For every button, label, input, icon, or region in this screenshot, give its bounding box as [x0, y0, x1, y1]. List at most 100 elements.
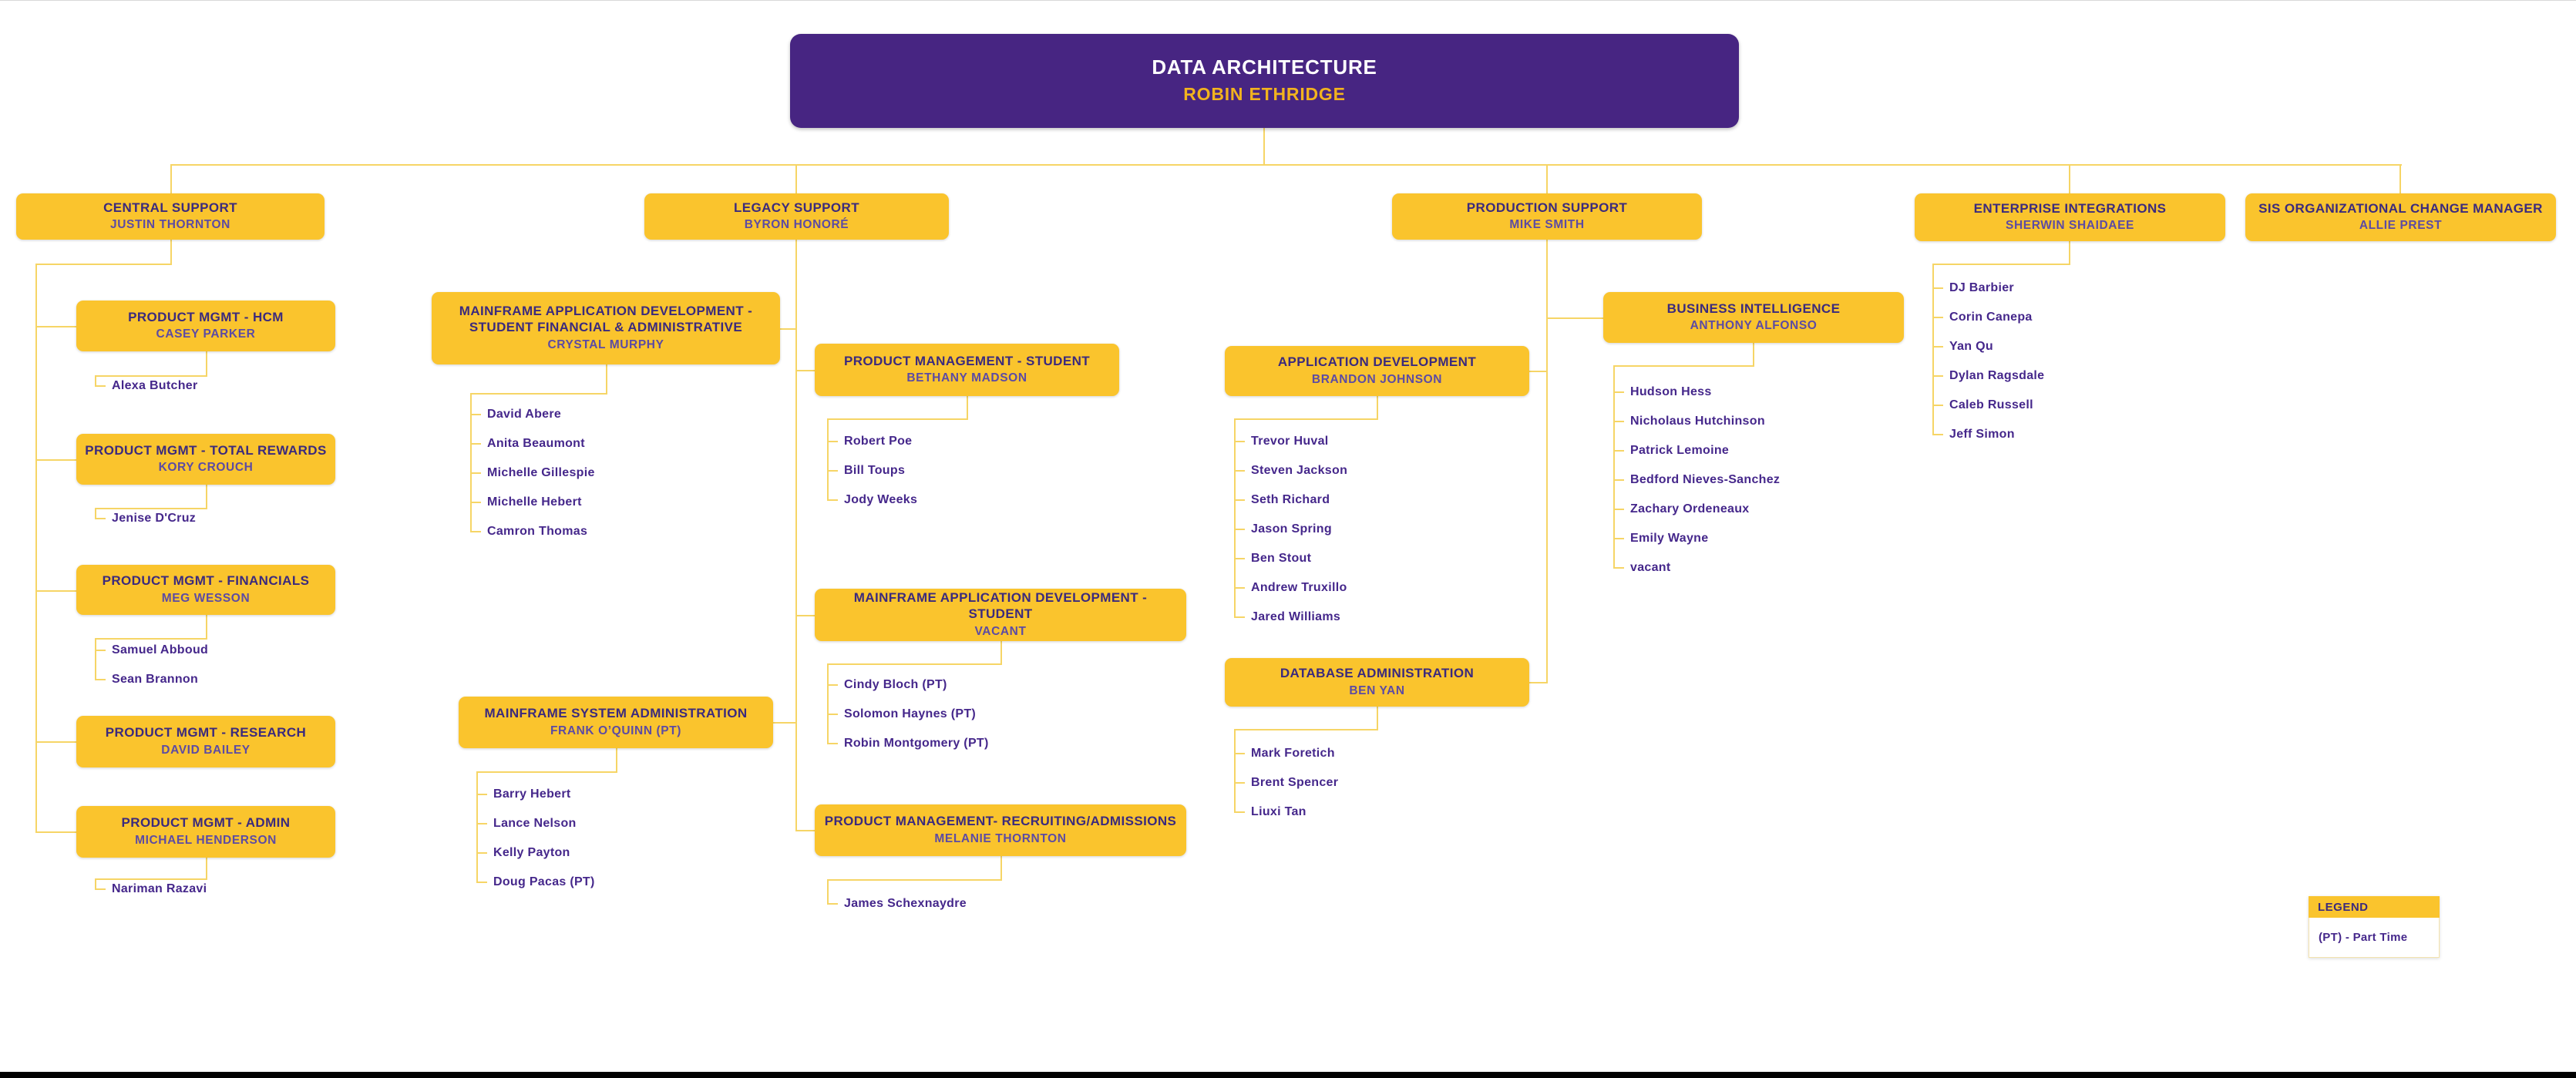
org-node-application-development: APPLICATION DEVELOPMENT BRANDON JOHNSON — [1225, 346, 1529, 396]
connector-line — [1529, 371, 1548, 372]
connector-line — [795, 240, 797, 830]
staff-name: Bedford Nieves-Sanchez — [1613, 465, 1780, 495]
connector-line — [827, 879, 829, 904]
node-person: CASEY PARKER — [156, 327, 256, 341]
connector-line — [773, 722, 797, 724]
staff-list-admin: Nariman Razavi — [95, 875, 207, 904]
connector-line — [470, 393, 472, 532]
connector-line — [827, 663, 829, 744]
connector-line — [170, 164, 2402, 166]
connector-line — [95, 375, 96, 386]
node-title: DATA ARCHITECTURE — [1152, 55, 1377, 79]
node-person: MIKE SMITH — [1509, 218, 1585, 232]
staff-name: Ben Stout — [1234, 544, 1347, 573]
staff-name: Andrew Truxillo — [1234, 573, 1347, 603]
connector-line — [1932, 264, 1934, 435]
staff-name: Jody Weeks — [827, 485, 917, 515]
staff-name: Brent Spencer — [1234, 768, 1338, 798]
connector-line — [2399, 164, 2401, 193]
connector-line — [1546, 317, 1603, 319]
staff-name: Michelle Hebert — [470, 488, 595, 517]
staff-name: Hudson Hess — [1613, 378, 1780, 407]
connector-line — [1000, 641, 1002, 663]
staff-name: Michelle Gillespie — [470, 458, 595, 488]
staff-name: Nariman Razavi — [95, 875, 207, 904]
org-node-product-mgmt-hcm: PRODUCT MGMT - HCM CASEY PARKER — [76, 301, 335, 351]
org-node-product-mgmt-financials: PRODUCT MGMT - FINANCIALS MEG WESSON — [76, 565, 335, 615]
staff-name: Robert Poe — [827, 427, 917, 456]
staff-name: Corin Canepa — [1932, 303, 2044, 332]
staff-name: Caleb Russell — [1932, 391, 2044, 420]
staff-list-pm-recruiting: James Schexnaydre — [827, 889, 967, 918]
connector-line — [95, 878, 207, 880]
legend-entry: (PT) - Part Time — [2309, 918, 2440, 958]
staff-name: Yan Qu — [1932, 332, 2044, 361]
org-node-mainframe-app-dev-student: MAINFRAME APPLICATION DEVELOPMENT - STUD… — [815, 589, 1186, 641]
connector-line — [95, 508, 96, 519]
staff-name: Jared Williams — [1234, 603, 1347, 632]
connector-line — [1263, 128, 1265, 164]
staff-name: Camron Thomas — [470, 517, 595, 546]
staff-name: David Abere — [470, 400, 595, 429]
connector-line — [35, 264, 37, 831]
connector-line — [1234, 418, 1378, 420]
connector-line — [2069, 241, 2070, 264]
connector-line — [1000, 856, 1002, 879]
staff-name: Doug Pacas (PT) — [476, 868, 595, 897]
connector-line — [2069, 164, 2070, 193]
org-node-product-mgmt-total-rewards: PRODUCT MGMT - TOTAL REWARDS KORY CROUCH — [76, 434, 335, 485]
connector-line — [795, 615, 815, 616]
connector-line — [206, 485, 207, 508]
node-person: DAVID BAILEY — [161, 743, 251, 757]
staff-name: Emily Wayne — [1613, 524, 1780, 553]
connector-line — [1529, 682, 1548, 683]
connector-line — [95, 508, 207, 509]
org-node-enterprise-integrations: ENTERPRISE INTEGRATIONS SHERWIN SHAIDAEE — [1915, 193, 2225, 241]
staff-name: Barry Hebert — [476, 780, 595, 809]
org-node-product-management-recruiting-admissions: PRODUCT MANAGEMENT- RECRUITING/ADMISSION… — [815, 804, 1186, 856]
legend-title: LEGEND — [2309, 896, 2440, 918]
staff-name: Sean Brannon — [95, 665, 208, 694]
node-person: BYRON HONORÉ — [744, 218, 849, 232]
staff-name: Anita Beaumont — [470, 429, 595, 458]
node-title: PRODUCT MGMT - TOTAL REWARDS — [85, 442, 327, 458]
connector-line — [206, 858, 207, 878]
node-person: BRANDON JOHNSON — [1311, 372, 1443, 386]
connector-line — [35, 264, 172, 265]
connector-line — [35, 831, 76, 833]
connector-line — [35, 590, 76, 592]
connector-line — [470, 393, 607, 395]
staff-name: Jason Spring — [1234, 515, 1347, 544]
node-person: ALLIE PREST — [2359, 219, 2443, 233]
connector-line — [170, 240, 172, 264]
staff-name: Kelly Payton — [476, 838, 595, 868]
node-person: MELANIE THORNTON — [934, 831, 1067, 845]
connector-line — [1377, 396, 1378, 418]
connector-line — [95, 638, 96, 680]
node-person: MEG WESSON — [161, 591, 251, 605]
node-title: MAINFRAME APPLICATION DEVELOPMENT - STUD… — [853, 590, 1148, 621]
connector-line — [1546, 240, 1548, 682]
connector-line — [616, 748, 617, 771]
node-title: PRODUCT MGMT - HCM — [128, 309, 284, 324]
staff-name: Bill Toups — [827, 456, 917, 485]
node-title: PRODUCT MANAGEMENT- RECRUITING/ADMISSION… — [824, 814, 1177, 829]
connector-line — [1234, 729, 1236, 812]
node-title: DATABASE ADMINISTRATION — [1280, 666, 1475, 681]
node-title: MAINFRAME SYSTEM ADMINISTRATION — [484, 706, 748, 721]
connector-line — [1613, 365, 1754, 367]
connector-line — [1377, 707, 1378, 729]
node-person: JUSTIN THORNTON — [110, 218, 230, 232]
node-person: FRANK O’QUINN (PT) — [550, 724, 682, 737]
node-title: ENTERPRISE INTEGRATIONS — [1973, 200, 2167, 216]
staff-name: Cindy Bloch (PT) — [827, 670, 989, 700]
staff-name: Seth Richard — [1234, 485, 1347, 515]
connector-line — [476, 771, 617, 773]
node-title: PRODUCT MGMT - RESEARCH — [105, 725, 307, 740]
node-title: PRODUCT MANAGEMENT - STUDENT — [843, 353, 1091, 368]
